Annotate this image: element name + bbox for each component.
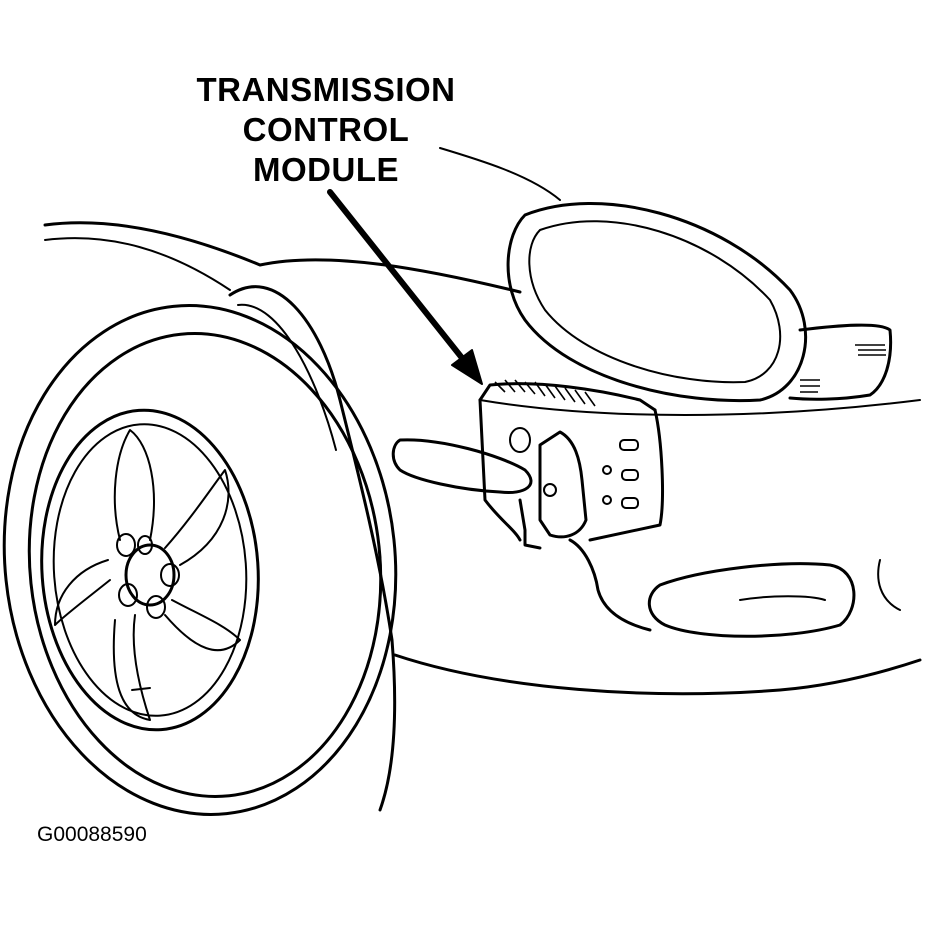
bumper-top-line — [479, 399, 921, 416]
wheel-hub — [124, 543, 176, 607]
lug-nut — [137, 535, 153, 555]
wheel-spoke — [164, 469, 230, 566]
fog-lamp-inner — [739, 595, 826, 601]
air-duct — [391, 438, 533, 495]
tire-outer — [2, 304, 398, 816]
headlamp-curve — [439, 147, 561, 201]
transmission-control-module — [478, 379, 664, 542]
callout-line-1: TRANSMISSION — [196, 71, 456, 108]
marker-lamp — [788, 323, 893, 401]
wheel-rim-inner — [52, 423, 248, 717]
wheel-spoke — [54, 559, 111, 626]
lug-nut — [116, 533, 136, 557]
bumper-line — [393, 653, 922, 696]
component-callout-label: TRANSMISSION CONTROL MODULE — [176, 70, 476, 190]
marker-lamp-hatch — [800, 344, 886, 393]
valve-stem — [131, 687, 151, 691]
tire-sidewall — [27, 332, 383, 798]
callout-arrow — [327, 189, 483, 385]
wheel-spoke — [164, 599, 241, 652]
wheel-rim — [40, 408, 260, 732]
lug-nut — [146, 595, 166, 619]
lug-nut — [118, 583, 138, 607]
wheel-spoke — [112, 614, 151, 721]
fender-arch — [228, 285, 397, 812]
lug-nut — [160, 563, 180, 587]
headlamp-outer — [506, 202, 807, 403]
callout-line-2: CONTROL — [242, 111, 410, 148]
fog-lamp-opening — [647, 562, 856, 638]
figure-id: G00088590 — [37, 823, 147, 846]
body-contour — [877, 559, 901, 611]
module-bracket — [518, 430, 652, 632]
hood-line-inner — [44, 237, 231, 291]
hood-line — [43, 221, 522, 294]
fender-arch-inner — [237, 303, 337, 451]
callout-line-3: MODULE — [253, 151, 399, 188]
wheel-spoke — [113, 429, 155, 541]
headlamp-lens — [528, 220, 782, 384]
